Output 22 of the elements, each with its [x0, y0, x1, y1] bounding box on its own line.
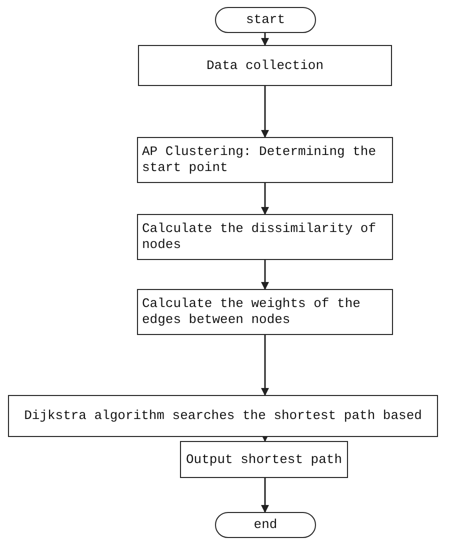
node-label: AP Clustering: Determining the start point [142, 144, 378, 176]
process-box [8, 395, 438, 437]
arrow [261, 260, 269, 290]
arrow [261, 478, 269, 513]
node-label: Calculate the weights of the edges between nodes [142, 296, 362, 328]
process-box [138, 45, 392, 86]
node-label: Output shortest path [186, 452, 342, 468]
node-label: start [246, 12, 285, 28]
terminal-box [215, 7, 316, 33]
node-label: end [254, 517, 278, 533]
node-label: Dijkstra algorithm searches the shortest path based [24, 408, 422, 424]
arrow [261, 183, 269, 215]
process-box [137, 214, 393, 260]
process-box [137, 137, 393, 183]
terminal-box [215, 512, 316, 538]
node-label: Calculate the dissimilarity of nodes [142, 221, 378, 253]
process-box [180, 441, 348, 478]
arrow [261, 335, 269, 396]
process-box [137, 289, 393, 335]
arrow [261, 86, 269, 138]
arrow [261, 33, 269, 46]
node-label: Data collection [206, 58, 324, 74]
